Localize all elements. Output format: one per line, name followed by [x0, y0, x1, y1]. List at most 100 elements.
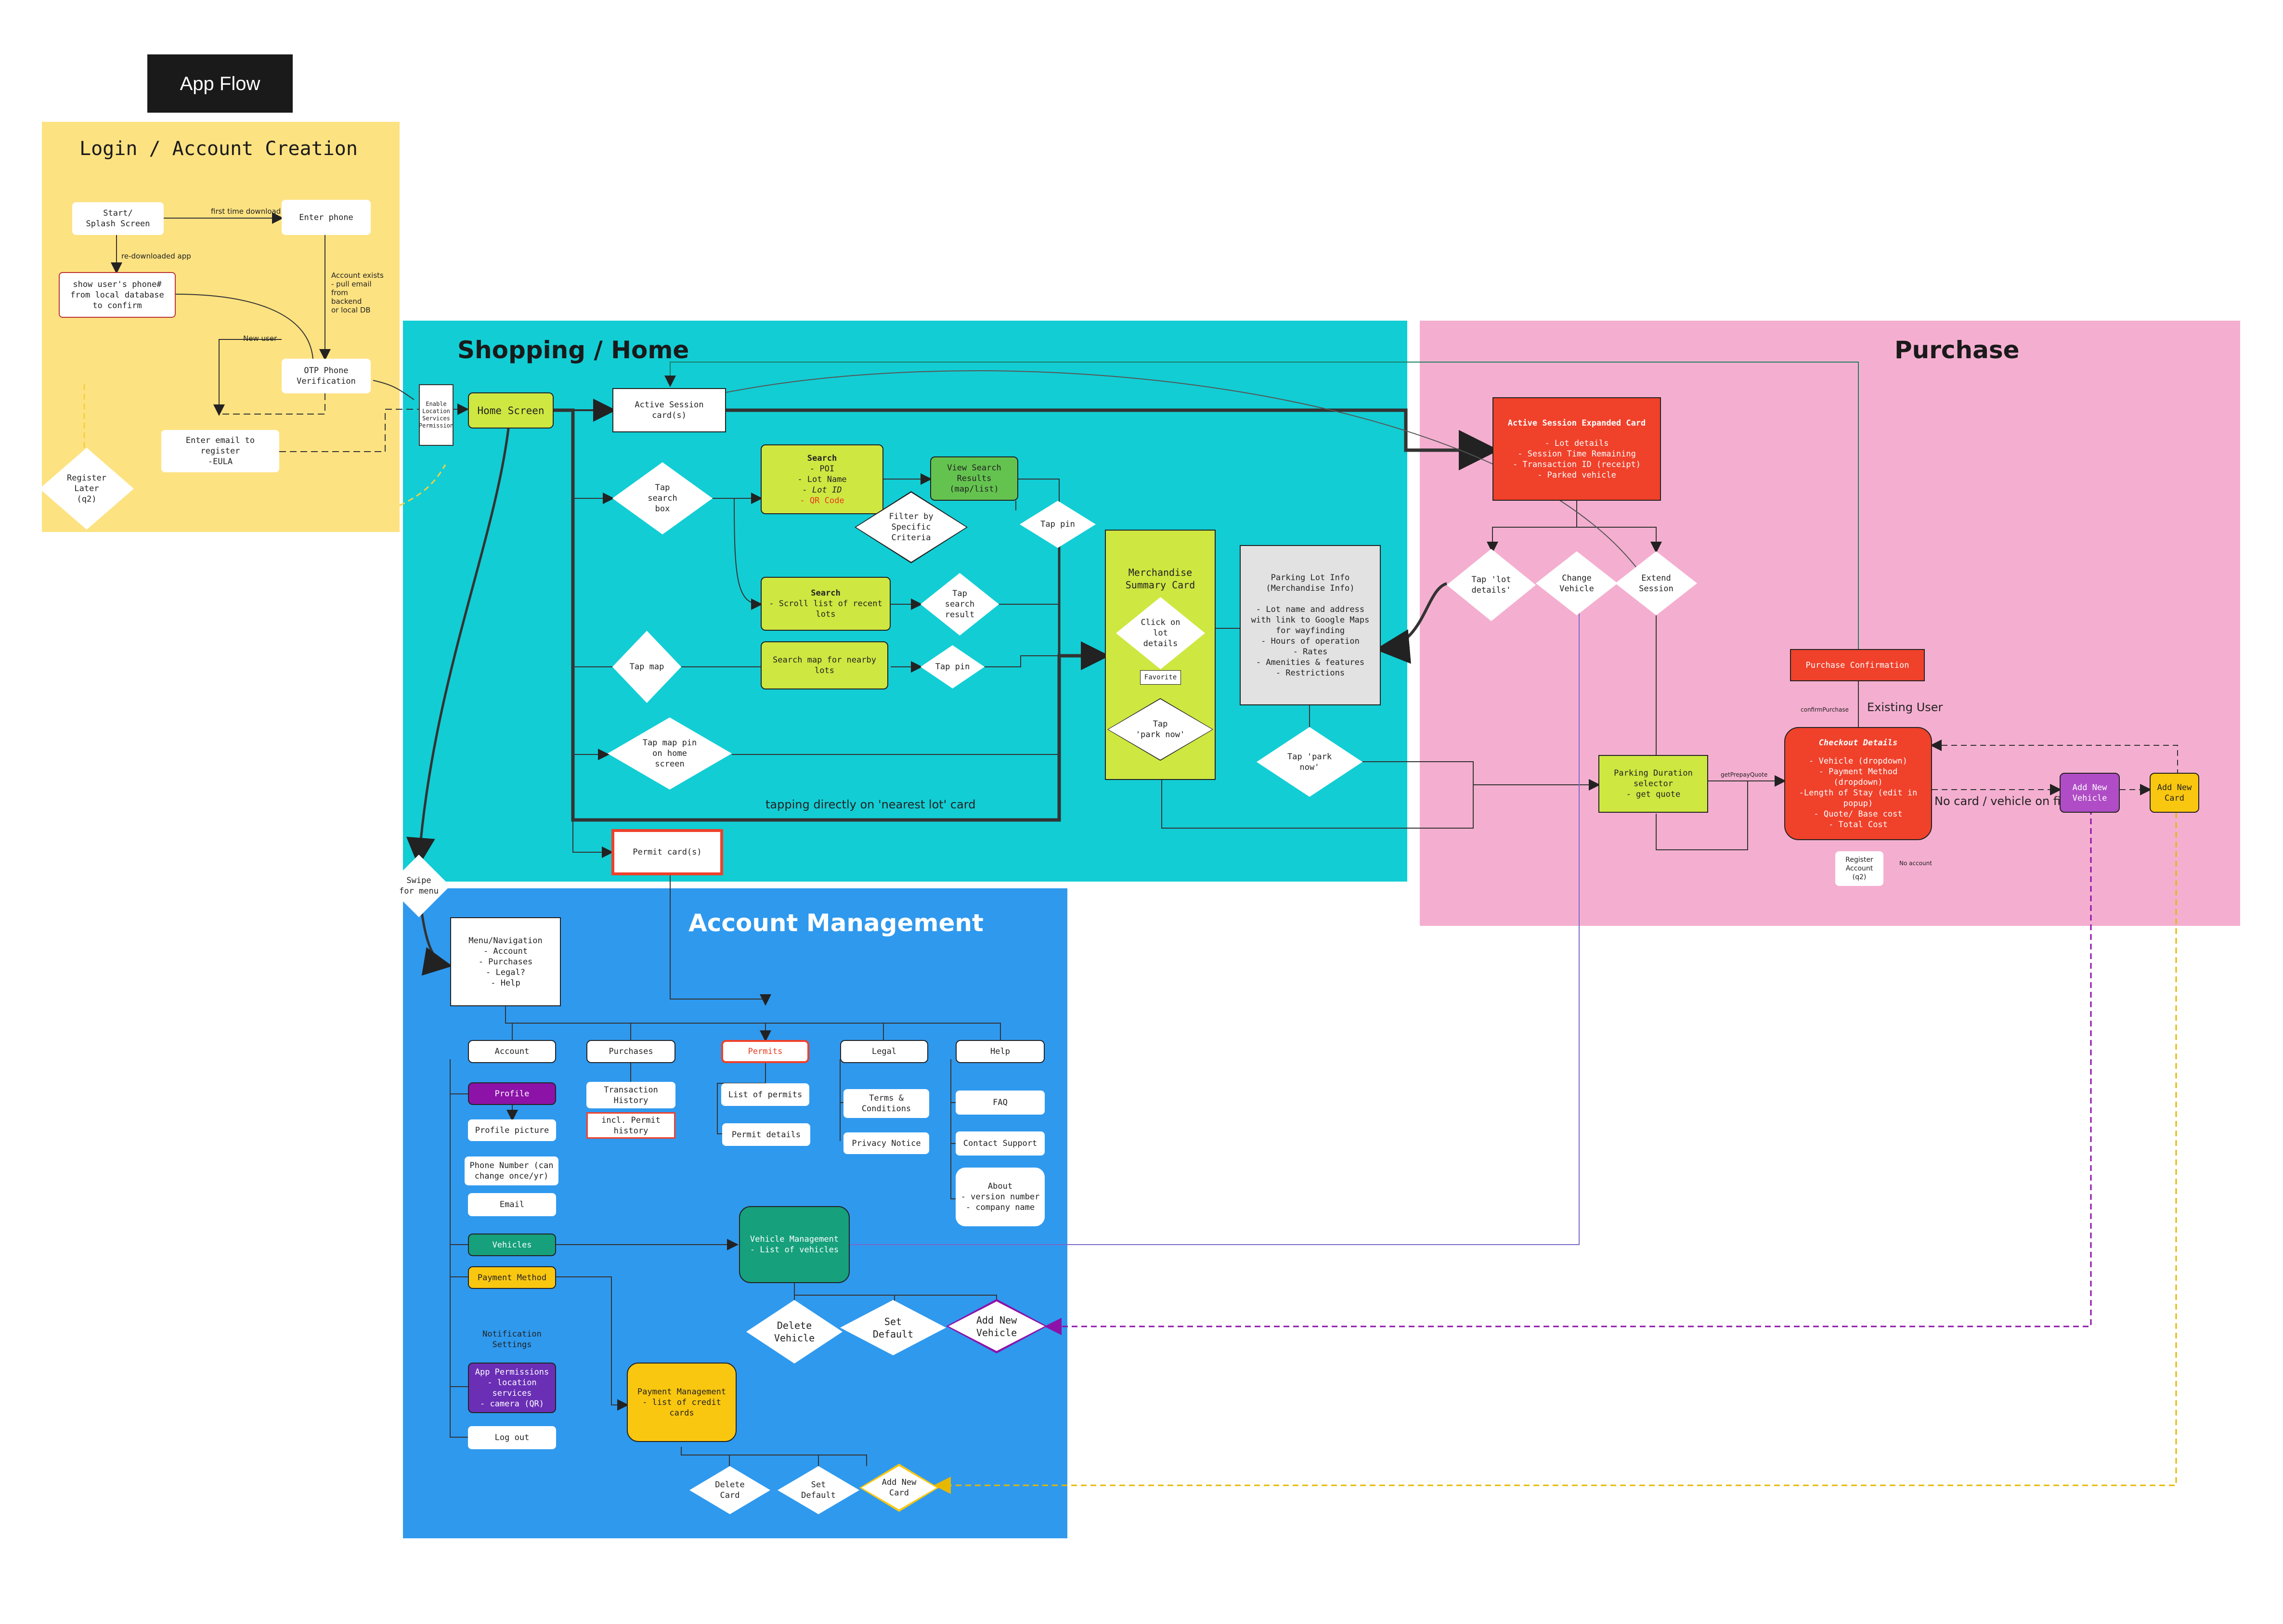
search-recent-title: Search [811, 588, 841, 598]
register-later-label: Register Later (q2) [67, 473, 106, 504]
profile-node: Profile [468, 1082, 556, 1105]
add-card-account-label: Add New Card [882, 1478, 917, 1498]
login-region-title: Login / Account Creation [79, 138, 358, 160]
active-expanded-title: Active Session Expanded Card [1507, 418, 1646, 428]
set-default-vehicle-diamond: Set Default [840, 1300, 946, 1355]
tap-park-diamond: Tap 'park now' [1107, 698, 1213, 761]
faq-node: FAQ [956, 1091, 1045, 1115]
app-permissions-label: App Permissions - location services - ca… [475, 1367, 549, 1409]
new-user-label: New user [243, 334, 277, 343]
existing-user-label: Existing User [1867, 701, 1943, 714]
search-poi-item: - Lot ID [802, 485, 842, 495]
show-phone-node: show user's phone# from local database t… [59, 272, 176, 318]
search-poi-item: - QR Code [800, 495, 844, 506]
add-vehicle-account-diamond: Add New Vehicle [946, 1299, 1047, 1353]
change-vehicle-label: Change Vehicle [1559, 573, 1594, 594]
extend-session-diamond: Extend Session [1615, 551, 1697, 615]
delete-vehicle-label: Delete Vehicle [774, 1320, 815, 1344]
nearest-lot-label: tapping directly on 'nearest lot' card [765, 798, 976, 811]
click-lot-label: Click on lot details [1141, 618, 1180, 649]
tap-search-diamond: Tap search box [612, 462, 713, 534]
start-splash-node: Start/ Splash Screen [72, 202, 164, 235]
search-poi-node: Search - POI - Lot Name - Lot ID - QR Co… [761, 444, 883, 514]
home-screen-node: Home Screen [468, 392, 554, 429]
notification-settings-node: Notification Settings [482, 1329, 542, 1350]
tap-pin-label-1: Tap pin [1040, 520, 1075, 529]
permits-node: Permits [721, 1040, 809, 1063]
tap-lot-details-label: Tap 'lot details' [1471, 575, 1511, 595]
no-card-vehicle-label: No card / vehicle on file [1934, 794, 2071, 808]
enter-phone-node: Enter phone [282, 200, 371, 235]
checkout-details-title: Checkout Details [1818, 738, 1898, 748]
account-exists-label: Account exists - pull email from backend… [331, 271, 384, 314]
search-recent-text: - Scroll list of recent lots [769, 599, 882, 619]
tap-park-diamond-2: Tap 'park now' [1257, 727, 1362, 797]
contact-support-node: Contact Support [956, 1131, 1045, 1156]
swipe-menu-diamond: Swipe for menu [388, 855, 450, 917]
otp-verification-node: OTP Phone Verification [282, 359, 371, 393]
filter-criteria-diamond: Filter by Specific Criteria [855, 491, 968, 563]
add-card-account-diamond: Add New Card [859, 1464, 939, 1512]
email-node: Email [468, 1193, 556, 1216]
tap-pin-label-2: Tap pin [935, 662, 970, 672]
purchase-confirmation-node: Purchase Confirmation [1790, 649, 1925, 681]
shopping-region-title: Shopping / Home [457, 336, 689, 364]
tap-pin-diamond-2: Tap pin [921, 645, 985, 689]
set-default-vehicle-label: Set Default [872, 1315, 914, 1340]
tap-pin-diamond-1: Tap pin [1020, 501, 1096, 548]
add-vehicle-purchase-node: Add New Vehicle [2060, 773, 2120, 813]
tap-map-label: Tap map [629, 662, 664, 672]
tap-map-pin-label: Tap map pin on home screen [642, 738, 697, 769]
enable-location-node: Enable Location Services Permission [419, 384, 454, 446]
terms-conditions-node: Terms & Conditions [843, 1089, 929, 1118]
app-permissions-node: App Permissions - location services - ca… [468, 1363, 556, 1413]
click-lot-diamond: Click on lot details [1116, 597, 1205, 669]
add-vehicle-account-label: Add New Vehicle [976, 1314, 1017, 1338]
permit-cards-node: Permit card(s) [611, 829, 723, 875]
view-results-node: View Search Results (map/list) [930, 456, 1018, 501]
active-expanded-items: - Lot details - Session Time Remaining -… [1512, 438, 1641, 480]
profile-picture-node: Profile picture [468, 1119, 556, 1141]
swipe-menu-label: Swipe for menu [399, 876, 439, 896]
favorite-button[interactable]: Favorite [1140, 670, 1181, 685]
active-session-node: Active Session card(s) [612, 388, 726, 432]
search-map-node: Search map for nearby lots [761, 641, 888, 689]
vehicles-node: Vehicles [468, 1234, 556, 1256]
register-account-node: Register Account (q2) [1835, 851, 1883, 886]
tap-park-label-2: Tap 'park now' [1287, 752, 1332, 772]
delete-card-diamond: Delete Card [689, 1466, 770, 1514]
active-expanded-card: Active Session Expanded Card - Lot detai… [1492, 397, 1661, 501]
permit-details-node: Permit details [722, 1123, 810, 1146]
tap-map-pin-diamond: Tap map pin on home screen [608, 717, 732, 790]
legal-node: Legal [840, 1040, 928, 1063]
first-time-label: first time download [211, 207, 281, 216]
transaction-history-node: Transaction History [586, 1082, 675, 1108]
set-default-card-diamond: Set Default [778, 1466, 859, 1514]
change-vehicle-diamond: Change Vehicle [1536, 551, 1618, 615]
tap-search-result-diamond: Tap search result [921, 573, 999, 636]
tap-lot-details-diamond: Tap 'lot details' [1447, 549, 1536, 621]
add-card-purchase-node: Add New Card [2150, 773, 2199, 813]
help-node: Help [956, 1040, 1045, 1063]
phone-number-node: Phone Number (can change once/yr) [465, 1156, 558, 1185]
list-of-permits-node: List of permits [721, 1083, 809, 1106]
checkout-details-items: - Vehicle (dropdown) - Payment Method (d… [1799, 756, 1918, 830]
redownloaded-label: re-downloaded app [121, 252, 191, 260]
delete-card-label: Delete Card [715, 1480, 745, 1500]
tap-map-diamond: Tap map [612, 631, 681, 703]
search-poi-title: Search [807, 453, 837, 463]
prepay-quote-label: getPrepayQuote [1721, 771, 1768, 778]
tap-search-result-label: Tap search result [945, 589, 975, 620]
checkout-details-node: Checkout Details - Vehicle (dropdown) - … [1784, 727, 1932, 840]
permit-history-node: incl. Permit history [586, 1112, 675, 1139]
no-account-label: No account [1899, 860, 1932, 867]
app-flow-title: App Flow [147, 54, 293, 113]
parking-duration-node: Parking Duration selector - get quote [1598, 755, 1708, 813]
set-default-card-label: Set Default [801, 1480, 836, 1500]
confirm-purchase-label: confirmPurchase [1801, 706, 1849, 713]
payment-method-node: Payment Method [468, 1266, 556, 1289]
extend-session-label: Extend Session [1639, 573, 1673, 594]
account-region-title: Account Management [688, 909, 984, 937]
